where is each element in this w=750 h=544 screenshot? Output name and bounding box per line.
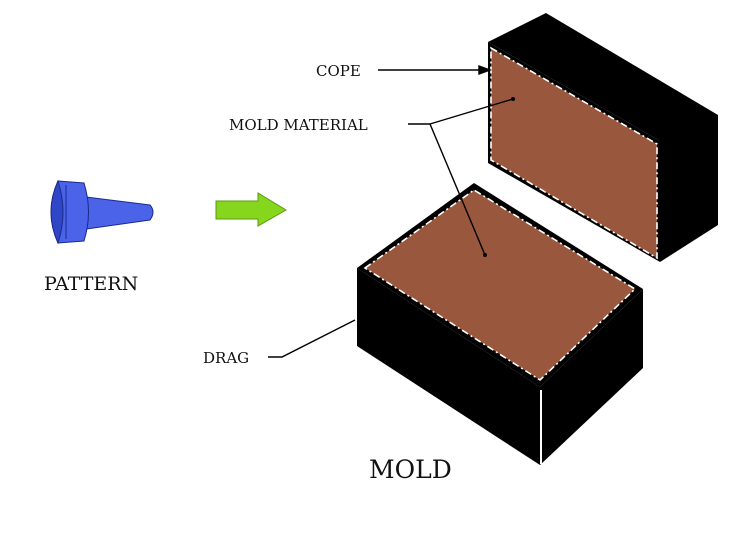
cope-depth	[488, 13, 718, 262]
cope-material-dot	[511, 97, 515, 101]
drag-leader	[268, 319, 356, 358]
pattern-head-shade	[50, 179, 64, 245]
drag-label: DRAG	[203, 349, 249, 367]
cope-edge	[490, 46, 658, 260]
mold-material-leader-drag	[429, 123, 486, 256]
pattern-stem	[85, 196, 154, 230]
cope-label: COPE	[316, 62, 361, 80]
drag-mold-material	[365, 190, 635, 380]
cope-block	[488, 13, 718, 262]
drag-material-dot	[483, 253, 487, 257]
drag-block	[357, 183, 643, 465]
right-arrow-icon	[215, 192, 287, 227]
pattern-icon	[50, 179, 154, 245]
pattern-label: PATTERN	[44, 273, 138, 295]
drag-right-face	[540, 289, 643, 465]
cope-leader-arrowhead	[478, 65, 493, 75]
mold-material-label: MOLD MATERIAL	[229, 116, 368, 134]
leader-lines	[268, 65, 515, 358]
drag-left-face	[357, 268, 540, 465]
mold-label: MOLD	[369, 455, 452, 484]
mold-material-leader-cope	[429, 98, 514, 125]
cope-mold-material	[491, 48, 657, 258]
